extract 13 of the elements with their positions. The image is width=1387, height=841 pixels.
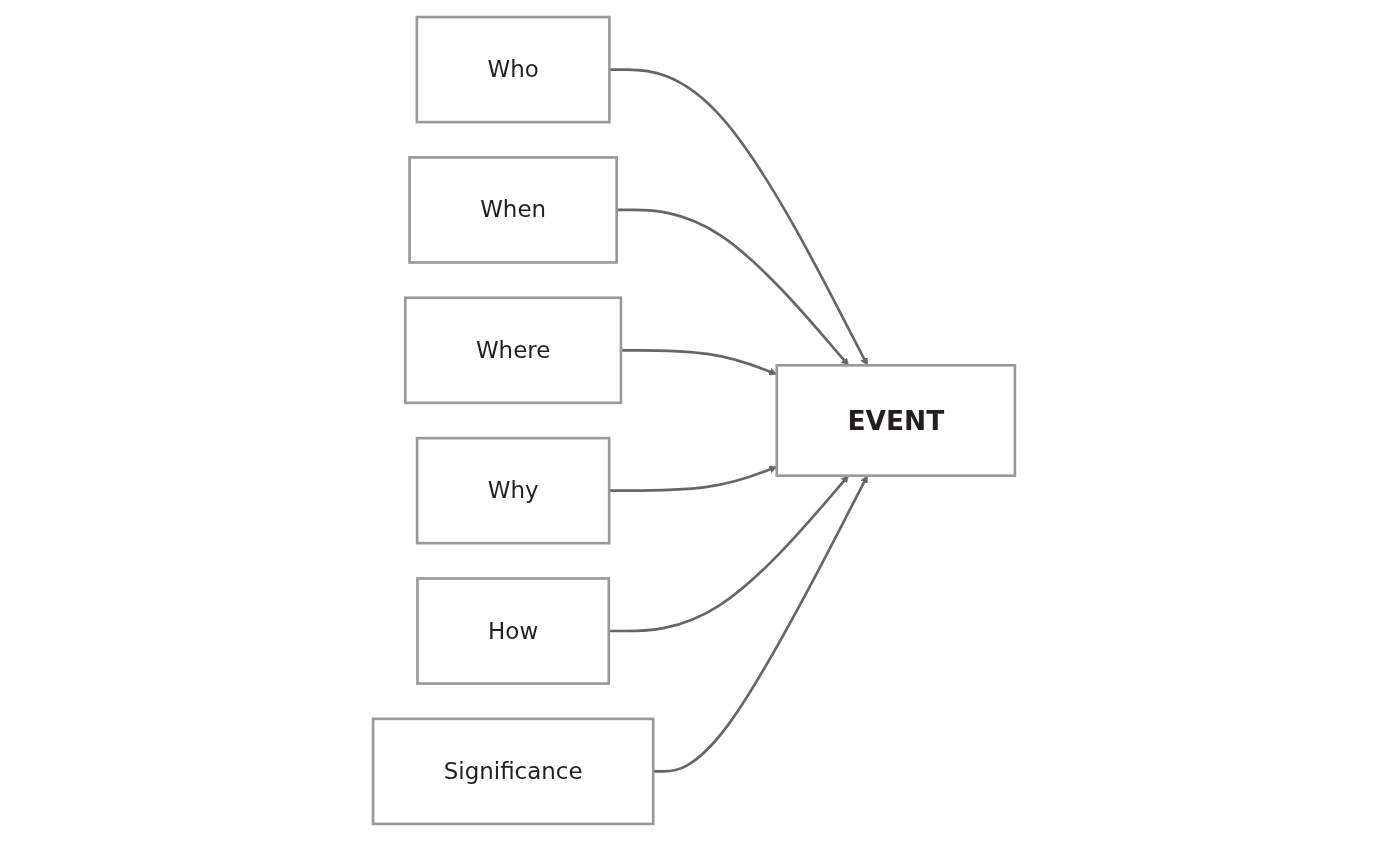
arrow bbox=[608, 68, 868, 366]
arrow bbox=[608, 475, 849, 633]
node-box: EVENT bbox=[774, 364, 1016, 477]
node-box: How bbox=[415, 577, 610, 685]
arrow bbox=[616, 208, 849, 366]
arrow bbox=[620, 349, 777, 376]
arrow bbox=[652, 475, 868, 773]
node-box: Significance bbox=[371, 717, 654, 826]
node-box: Who bbox=[415, 15, 611, 124]
node-box: Where bbox=[403, 296, 622, 405]
arrow bbox=[608, 465, 777, 492]
node-box: Why bbox=[415, 436, 610, 545]
node-box: When bbox=[407, 156, 618, 264]
